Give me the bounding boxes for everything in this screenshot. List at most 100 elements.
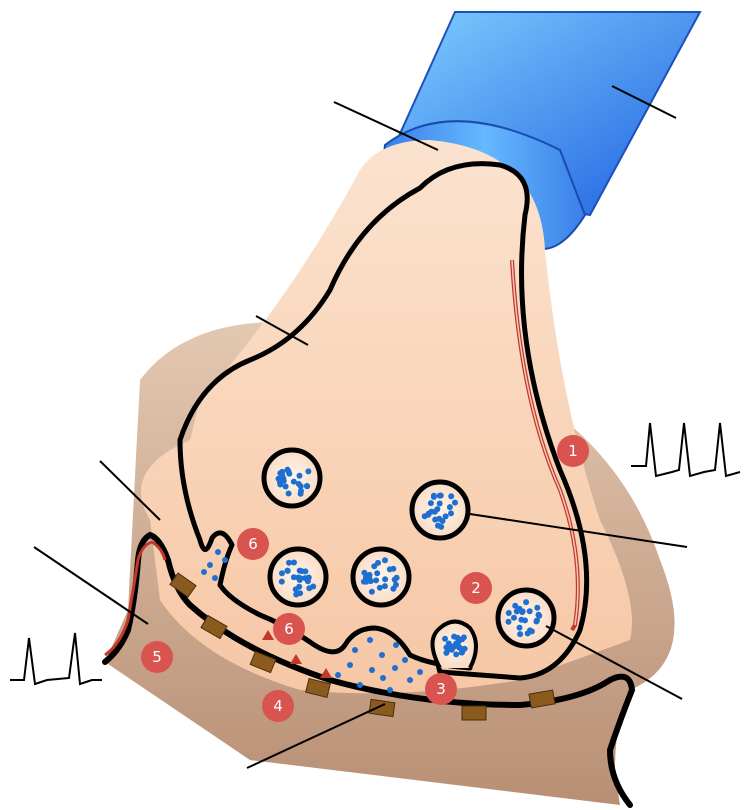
- neurotransmitter-dot: [459, 650, 465, 656]
- neurotransmitter-dot: [279, 579, 285, 585]
- neurotransmitter-dot: [392, 665, 398, 671]
- svg-text:6: 6: [284, 620, 294, 638]
- badge-4: 4: [262, 690, 294, 722]
- neurotransmitter-dot: [432, 517, 438, 523]
- neurotransmitter-dot: [371, 563, 377, 569]
- neurotransmitter-dot: [297, 473, 303, 479]
- neurotransmitter-dot: [382, 583, 388, 589]
- neurotransmitter-dot: [201, 569, 207, 575]
- neurotransmitter-dot: [374, 570, 380, 576]
- neurotransmitter-dot: [520, 608, 526, 614]
- neurotransmitter-dot: [506, 610, 512, 616]
- neurotransmitter-dot: [382, 576, 388, 582]
- vesicle: [353, 549, 409, 605]
- receptor: [462, 706, 486, 720]
- neurotransmitter-dot: [461, 634, 467, 640]
- neurotransmitter-dot: [286, 560, 292, 566]
- neurotransmitter-dot: [446, 641, 452, 647]
- svg-text:3: 3: [436, 680, 446, 698]
- neurotransmitter-dot: [283, 484, 289, 490]
- neurotransmitter-dot: [305, 468, 311, 474]
- neurotransmitter-dot: [390, 586, 396, 592]
- neurotransmitter-dot: [305, 578, 311, 584]
- neurotransmitter-dot: [295, 575, 301, 581]
- action-potential-trace-left: [10, 633, 102, 684]
- neurotransmitter-dot: [522, 617, 528, 623]
- neurotransmitter-dot: [449, 647, 455, 653]
- neurotransmitter-dot: [392, 577, 398, 583]
- neurotransmitter-dot: [369, 667, 375, 673]
- neurotransmitter-dot: [452, 500, 458, 506]
- neurotransmitter-dot: [382, 557, 388, 563]
- neurotransmitter-dot: [448, 493, 454, 499]
- badge-6-upper: 6: [237, 528, 269, 560]
- neurotransmitter-dot: [279, 472, 285, 478]
- neurotransmitter-dot: [534, 605, 540, 611]
- neurotransmitter-dot: [298, 488, 304, 494]
- neurotransmitter-dot: [453, 651, 459, 657]
- neurotransmitter-dot: [380, 675, 386, 681]
- neurotransmitter-dot: [285, 467, 291, 473]
- neurotransmitter-dot: [434, 506, 440, 512]
- neurotransmitter-dot: [368, 578, 374, 584]
- neurotransmitter-dot: [536, 612, 542, 618]
- neurotransmitter-dot: [448, 510, 454, 516]
- neurotransmitter-dot: [437, 493, 443, 499]
- neurotransmitter-dot: [393, 642, 399, 648]
- neurotransmitter-dot: [426, 511, 432, 517]
- neurotransmitter-dot: [534, 618, 540, 624]
- neurotransmitter-dot: [387, 566, 393, 572]
- neurotransmitter-dot: [379, 652, 385, 658]
- action-potential-trace-right: [631, 423, 740, 476]
- neurotransmitter-dot: [402, 657, 408, 663]
- neurotransmitter-dot: [431, 493, 437, 499]
- neurotransmitter-dot: [207, 562, 213, 568]
- neurotransmitter-dot: [447, 504, 453, 510]
- neurotransmitter-dot: [387, 687, 393, 693]
- neurotransmitter-dot: [514, 608, 520, 614]
- neurotransmitter-dot: [285, 568, 291, 574]
- neurotransmitter-dot: [517, 625, 523, 631]
- receptor: [369, 699, 395, 716]
- neurotransmitter-dot: [367, 637, 373, 643]
- neurotransmitter-dot: [296, 584, 302, 590]
- badge-2: 2: [460, 572, 492, 604]
- neurotransmitter-dot: [523, 599, 529, 605]
- neurotransmitter-dot: [215, 549, 221, 555]
- neurotransmitter-dot: [281, 478, 287, 484]
- neurotransmitter-dot: [297, 568, 303, 574]
- neurotransmitter-dot: [291, 479, 297, 485]
- neurotransmitter-dot: [286, 491, 292, 497]
- neurotransmitter-dot: [335, 672, 341, 678]
- svg-text:1: 1: [568, 442, 578, 460]
- neurotransmitter-dot: [435, 523, 441, 529]
- neurotransmitter-dot: [407, 677, 413, 683]
- neurotransmitter-dot: [373, 577, 379, 583]
- svg-text:2: 2: [471, 579, 481, 597]
- neurotransmitter-dot: [357, 682, 363, 688]
- neurotransmitter-dot: [279, 570, 285, 576]
- neurotransmitter-dot: [437, 501, 443, 507]
- neurotransmitter-dot: [352, 647, 358, 653]
- neurotransmitter-dot: [442, 636, 448, 642]
- neurotransmitter-dot: [347, 662, 353, 668]
- neurotransmitter-dot: [369, 589, 375, 595]
- neurotransmitter-dot: [212, 575, 218, 581]
- badge-6-lower: 6: [273, 613, 305, 645]
- neurotransmitter-dot: [306, 585, 312, 591]
- svg-text:6: 6: [248, 535, 258, 553]
- svg-text:4: 4: [273, 697, 283, 715]
- vesicle: [264, 450, 320, 506]
- badge-3: 3: [425, 673, 457, 705]
- svg-text:5: 5: [152, 648, 162, 666]
- badge-1: 1: [557, 435, 589, 467]
- neurotransmitter-dot: [417, 669, 423, 675]
- neurotransmitter-dot: [222, 557, 228, 563]
- neurotransmitter-dot: [443, 650, 449, 656]
- neurotransmitter-dot: [511, 615, 517, 621]
- neurotransmitter-dot: [440, 518, 446, 524]
- neurotransmitter-dot: [377, 585, 383, 591]
- neurotransmitter-dot: [506, 619, 512, 625]
- neurotransmitter-dot: [517, 631, 523, 637]
